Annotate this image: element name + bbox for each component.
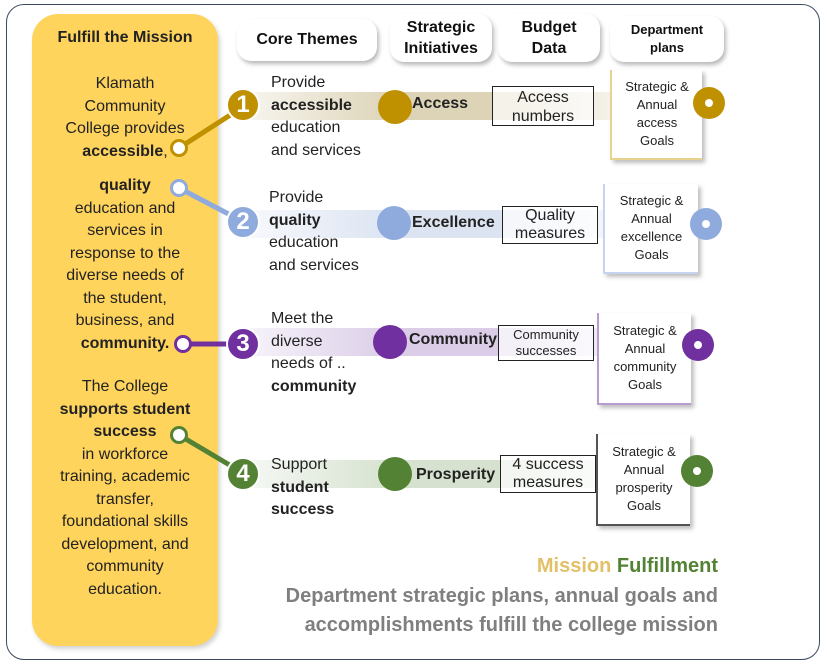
initiative-circle-community	[373, 325, 407, 359]
initiative-excellence: Excellence	[412, 214, 495, 231]
theme-number-badge-3: 3	[226, 327, 260, 361]
end-dot-excellence	[690, 208, 722, 240]
budget-quality-measures: Quality measures	[502, 206, 598, 244]
end-dot-prosperity	[681, 455, 713, 487]
initiative-circle-access	[378, 90, 412, 124]
initiative-circle-prosperity	[378, 457, 412, 491]
budget-access-numbers: Access numbers	[492, 86, 594, 126]
mission-statement-part3: The College supports student success in …	[59, 378, 191, 598]
initiative-circle-excellence	[377, 206, 411, 240]
header-budget-data: Budget Data	[498, 14, 600, 62]
core-theme-2: Provide quality education and services	[269, 189, 359, 274]
end-dot-access	[693, 87, 725, 119]
goal-card-community: Strategic & Annual community Goals	[597, 313, 691, 405]
mission-word: Mission	[536, 555, 612, 577]
mission-panel	[32, 14, 218, 646]
theme-number-badge-1: 1	[226, 88, 260, 122]
connector-line-1	[177, 107, 240, 151]
budget-community-successes: Community successes	[498, 325, 594, 361]
core-theme-1: Provide accessible education and service…	[271, 74, 361, 159]
header-core-themes: Core Themes	[237, 19, 377, 61]
mission-fulfillment-title: Mission Fulfillment	[537, 555, 718, 578]
mission-ring-4	[170, 426, 188, 444]
initiative-access: Access	[412, 95, 469, 112]
header-strategic-initiatives: Strategic Initiatives	[390, 14, 492, 62]
mission-title: Fulfill the Mission	[57, 29, 193, 46]
mission-ring-2	[170, 179, 188, 197]
goal-card-prosperity: Strategic & Annual prosperity Goals	[596, 434, 690, 526]
fulfillment-caption-line1: Department strategic plans, annual goals…	[285, 585, 718, 607]
core-theme-3: Meet the diverse needs of .. community	[271, 310, 357, 395]
goal-card-access: Strategic & Annual access Goals	[610, 70, 702, 160]
initiative-prosperity: Prosperity	[416, 466, 496, 483]
fulfillment-caption-line2: accomplishments fulfill the college miss…	[304, 614, 718, 636]
goal-card-excellence: Strategic & Annual excellence Goals	[603, 184, 698, 274]
fulfillment-word: Fulfillment	[616, 555, 718, 577]
budget-success-measures: 4 success measures	[500, 455, 596, 493]
mission-ring-1	[170, 139, 188, 157]
core-theme-4: Support student success	[271, 456, 335, 518]
mission-ring-3	[174, 335, 192, 353]
mission-statement-part1: Klamath Community College provides acces…	[65, 75, 185, 160]
mission-statement-part2: quality education and services in respon…	[66, 177, 184, 352]
theme-number-badge-2: 2	[226, 205, 260, 239]
header-department-plans: Department plans	[610, 16, 724, 62]
theme-number-badge-4: 4	[226, 457, 260, 491]
initiative-community: Community	[409, 331, 497, 348]
end-dot-community	[682, 329, 714, 361]
